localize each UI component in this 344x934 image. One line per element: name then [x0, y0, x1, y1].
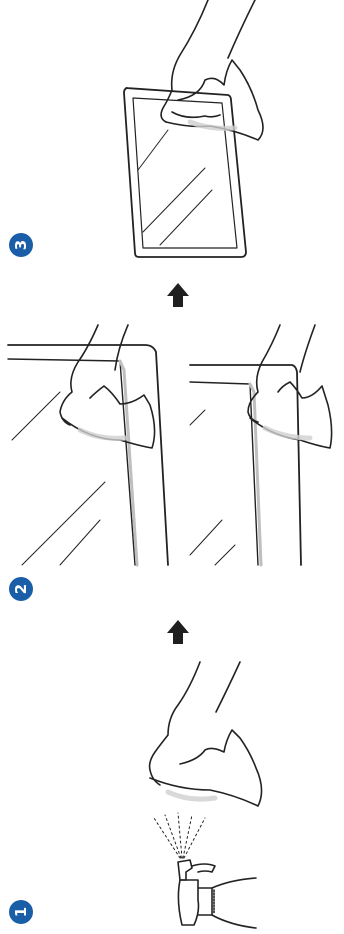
step-2-illustration: [8, 325, 332, 565]
step-1-illustration: [150, 662, 262, 928]
spray-bottle-icon: [178, 860, 256, 928]
screen-corner-right-icon: [190, 365, 301, 565]
arrow-up-icon: [167, 283, 189, 307]
step-badge-2: 2: [9, 577, 33, 601]
hand-with-cloth-icon: [60, 325, 155, 448]
monitor-screen-icon: [124, 88, 246, 257]
step-3-illustration: [124, 0, 263, 257]
hand-with-cloth-icon: [248, 325, 332, 448]
step-badge-1: 1: [9, 900, 33, 924]
hand-with-cloth-icon: [161, 0, 263, 140]
screen-corner-left-icon: [8, 345, 168, 565]
spray-mist-icon: [154, 813, 205, 858]
hand-with-cloth-icon: [150, 662, 262, 806]
step-badge-3: 3: [9, 233, 33, 257]
arrow-up-icon: [167, 620, 189, 644]
